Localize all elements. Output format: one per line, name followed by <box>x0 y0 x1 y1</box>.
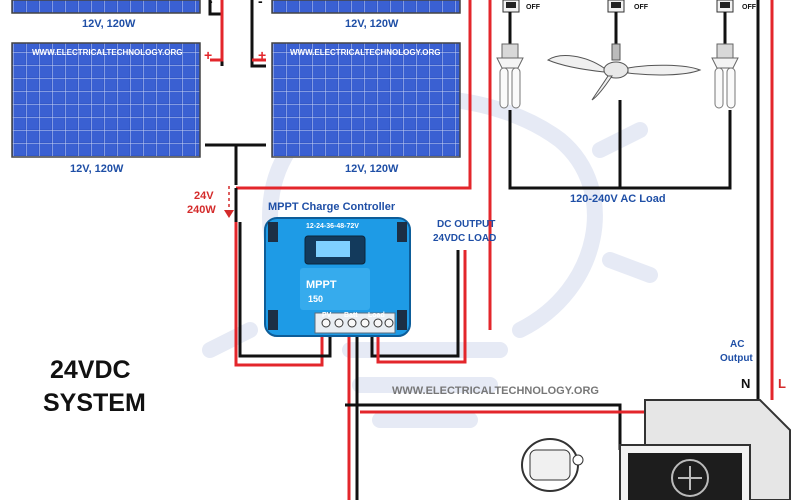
array-voltage: 24V <box>194 190 214 202</box>
switch-off-label: OFF <box>526 4 540 11</box>
port-label-load: Load <box>368 312 385 319</box>
system-title-line2: SYSTEM <box>43 389 146 417</box>
live-label: L <box>778 376 786 391</box>
dc-output-line1: DC OUTPUT <box>437 219 496 230</box>
inverter-unit <box>619 399 791 500</box>
ac-output-line1: AC <box>730 339 745 350</box>
switch-off-label: OFF <box>634 4 648 11</box>
panel-terminal-sign: - <box>208 0 213 9</box>
switch-icon <box>502 0 520 13</box>
ac-load-label: 120-240V AC Load <box>570 193 666 205</box>
panel-terminal-sign: + <box>204 47 212 63</box>
dc-output-line2: 24VDC LOAD <box>433 233 497 244</box>
solar-panel-top-right <box>271 0 461 14</box>
switch-icon <box>607 0 625 13</box>
ac-output-line2: Output <box>720 353 753 364</box>
panel-watermark: WWW.ELECTRICALTECHNOLOGY.ORG <box>32 48 183 57</box>
port-label-pv: PV <box>322 312 332 319</box>
cfl-bulb-icon <box>496 43 524 109</box>
system-title-line1: 24VDC <box>50 356 131 384</box>
panel-label-top-left: 12V, 120W <box>82 18 136 30</box>
controller-rating: 150 <box>308 294 324 304</box>
solar-panel-bottom-right <box>271 42 461 158</box>
port-label-batt: Batt <box>344 312 358 319</box>
panel-label-bottom-right: 12V, 120W <box>345 163 399 175</box>
panel-wiring <box>205 0 472 222</box>
neutral-label: N <box>741 376 751 391</box>
panel-label-bottom-left: 12V, 120W <box>70 163 124 175</box>
ac-wiring <box>488 0 774 400</box>
watermark-text: WWW.ELECTRICALTECHNOLOGY.ORG <box>392 385 599 397</box>
controller-title: MPPT Charge Controller <box>268 201 396 213</box>
solar-panel-top-left <box>11 0 201 14</box>
panel-label-top-right: 12V, 120W <box>345 18 399 30</box>
controller-model-strip: 12-24-36-48-72V <box>306 223 359 230</box>
panel-watermark: WWW.ELECTRICALTECHNOLOGY.ORG <box>290 48 441 57</box>
switch-icon <box>716 0 734 13</box>
ceiling-fan-icon <box>546 43 702 101</box>
battery-meter-icon <box>521 438 584 492</box>
current-arrow-icon <box>224 186 234 218</box>
panel-terminal-sign: - <box>258 0 263 9</box>
controller-badge: MPPT <box>306 279 337 291</box>
mppt-controller <box>264 217 411 337</box>
cfl-bulb-icon <box>711 43 739 109</box>
panel-terminal-sign: + <box>258 47 266 63</box>
switch-drop-wires <box>508 12 727 45</box>
array-power: 240W <box>187 204 216 216</box>
switch-off-label: OFF <box>742 4 756 11</box>
solar-panel-bottom-left <box>11 42 201 158</box>
